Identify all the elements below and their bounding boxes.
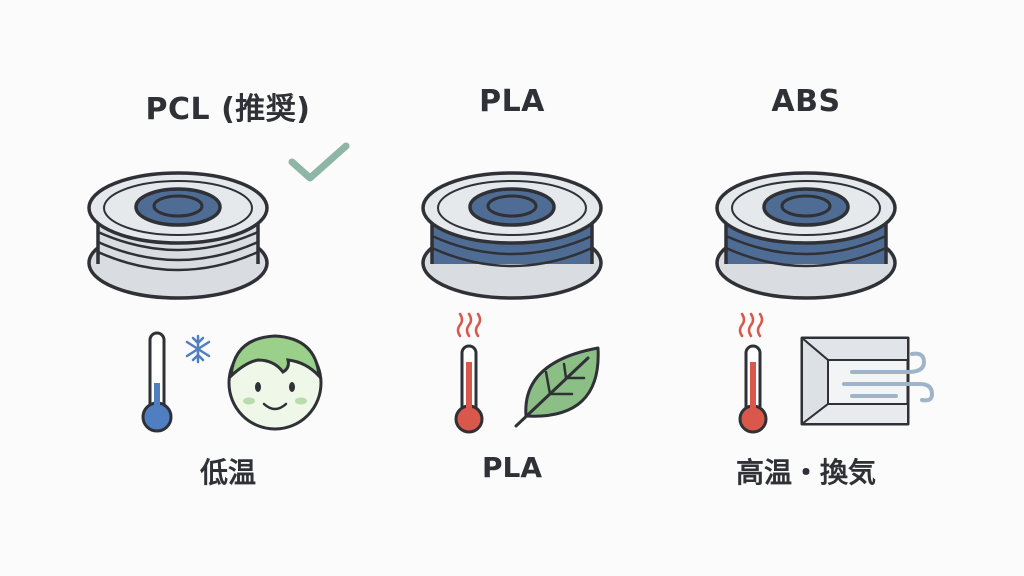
material-pla: PLA bbox=[362, 0, 662, 576]
spool-icon bbox=[715, 171, 897, 300]
spool-icon bbox=[87, 171, 269, 300]
material-title: ABS bbox=[771, 84, 841, 119]
wind-icon bbox=[842, 351, 935, 403]
check-icon bbox=[288, 142, 350, 182]
heat-waves-icon bbox=[456, 312, 482, 338]
spool-icon bbox=[421, 171, 603, 300]
thermometer-hot-icon bbox=[454, 344, 484, 434]
thermometer-cold-icon bbox=[141, 331, 173, 433]
pcl-illustration bbox=[87, 142, 350, 433]
material-pcl: PCL (推奨) bbox=[78, 0, 378, 576]
material-title: PCL (推奨) bbox=[145, 92, 311, 127]
thermometer-hot-icon bbox=[738, 344, 768, 434]
material-abs: ABS bbox=[656, 0, 956, 576]
heat-waves-icon bbox=[738, 312, 764, 338]
leaf-icon bbox=[514, 346, 600, 428]
material-caption: 高温・換気 bbox=[735, 456, 876, 489]
abs-illustration bbox=[715, 171, 935, 434]
ventilation-box-icon bbox=[800, 336, 910, 426]
child-face-icon bbox=[227, 334, 323, 431]
material-caption: 低温 bbox=[199, 456, 256, 489]
material-title: PLA bbox=[479, 84, 545, 119]
material-caption: PLA bbox=[481, 451, 543, 484]
pla-illustration bbox=[421, 171, 603, 434]
snowflake-icon bbox=[185, 334, 211, 364]
